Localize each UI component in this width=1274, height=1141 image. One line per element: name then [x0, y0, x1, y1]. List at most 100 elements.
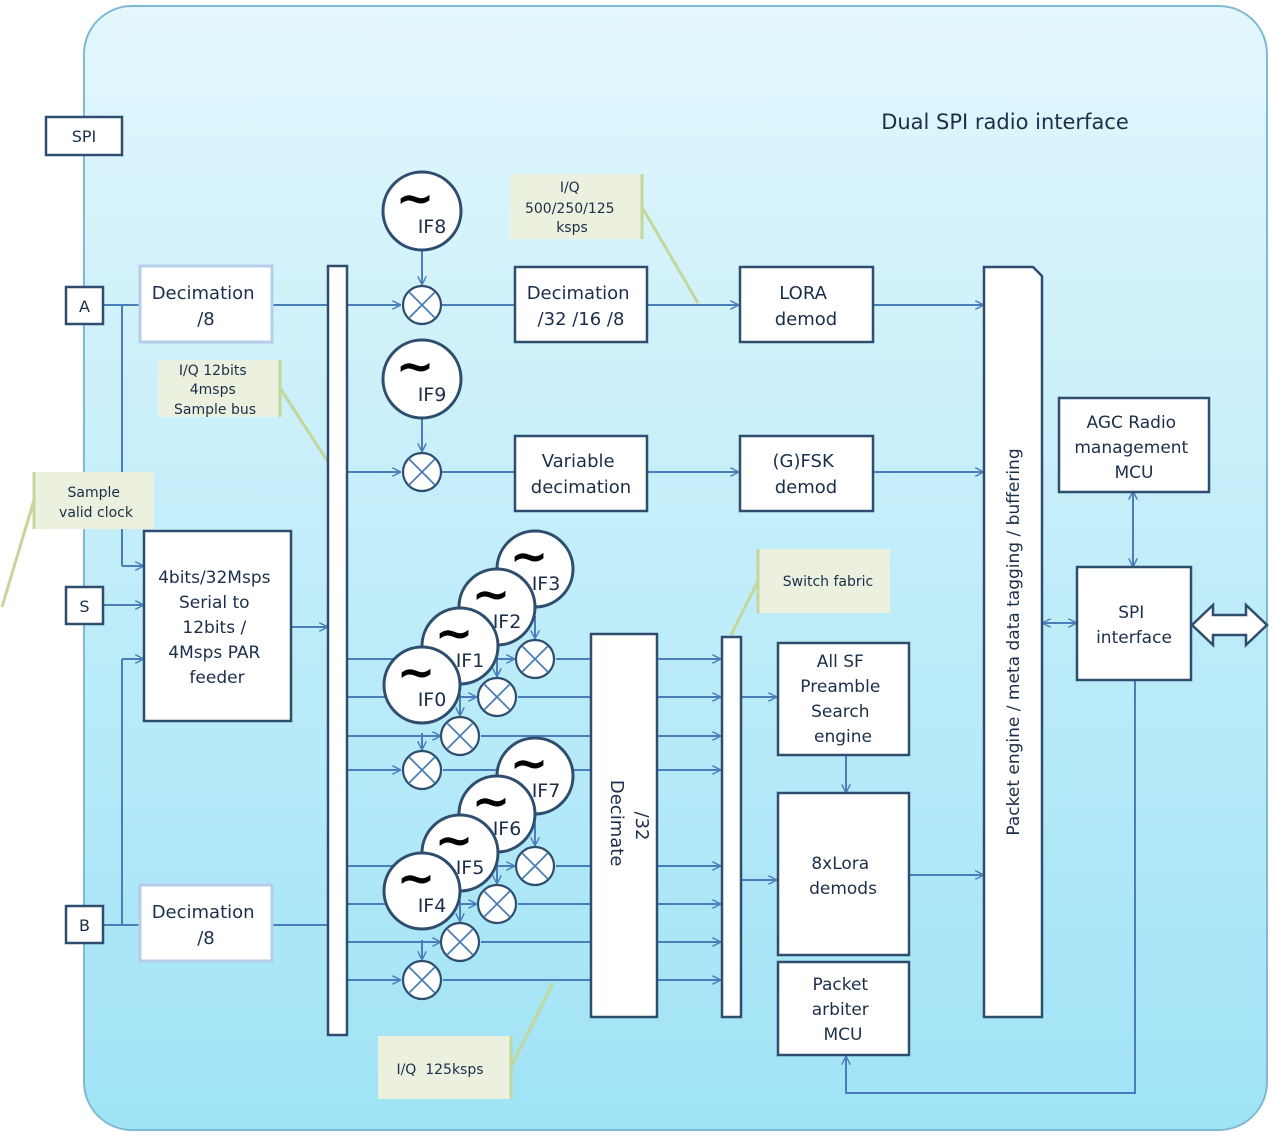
mixers	[401, 284, 556, 1001]
decimation-b-line-2: /8	[197, 928, 215, 949]
port-a-label: A	[79, 297, 90, 316]
agc-line-3: MCU	[1115, 463, 1154, 483]
svg-text:Decimation /32 /16 /8: Decimation /32 /16 /8	[527, 283, 636, 330]
note-iq-12bits: I/Q 12bits 4msps Sample bus	[158, 360, 343, 483]
svg-text:SPI interface: SPI interface	[1096, 603, 1172, 648]
feeder-line-4: 4Msps PAR	[168, 643, 260, 663]
agc-mcu-block: AGC Radio management MCU	[1057, 396, 1211, 494]
note-iq-125: I/Q 125ksps	[378, 982, 555, 1099]
oscillator-if5-label: IF5	[456, 857, 485, 879]
note-iq-12bits-line-1: I/Q 12bits	[179, 363, 247, 379]
feeder-line-1: 4bits/32Msps	[158, 568, 271, 588]
port-b-label: B	[79, 916, 90, 935]
note-sample-clock-line-1: Sample	[68, 485, 121, 501]
decimate-32-block: Decimate /32	[589, 632, 659, 1019]
oscillator-if1-label: IF1	[456, 650, 485, 672]
mixer-icon	[401, 959, 443, 1001]
port-s-label: S	[79, 597, 89, 616]
arbiter-line-1: Packet	[812, 975, 868, 995]
note-iq-125-text: I/Q 125ksps	[396, 1062, 483, 1078]
decimation-lora-line-2: /32 /16 /8	[538, 309, 625, 330]
agc-line-1: AGC Radio	[1087, 413, 1177, 433]
svg-text:Decimation /8: Decimation /8	[152, 283, 261, 330]
oscillator-if3-label: IF3	[532, 573, 561, 595]
mixer-icon	[476, 676, 518, 718]
lora-demods-line-2: demods	[809, 879, 877, 899]
port-spi-label: SPI	[72, 127, 97, 146]
decimate-32-line-2: /32	[631, 812, 652, 841]
oscillator-if0-label: IF0	[418, 689, 447, 711]
packet-arbiter-block: Packet arbiter MCU	[776, 960, 911, 1057]
sine-wave-icon: ~	[397, 645, 436, 699]
switch-fabric-bar	[720, 635, 743, 1019]
variable-decimation-line-2: decimation	[531, 477, 631, 498]
note-iq-lora-line-3: ksps	[556, 220, 588, 236]
svg-text:Variable decimation: Variable decimation	[531, 451, 631, 498]
decimation-b-line-1: Decimation	[152, 902, 255, 923]
note-iq-lora: I/Q 500/250/125 ksps	[510, 174, 700, 304]
fsk-demod-block: (G)FSK demod	[738, 434, 875, 513]
feeder-line-5: feeder	[189, 668, 244, 688]
svg-text:8xLora demods: 8xLora demods	[809, 854, 877, 899]
feeder-line-2: Serial to	[179, 593, 250, 613]
decimation-a-line-1: Decimation	[152, 283, 255, 304]
mixer-icon	[401, 749, 443, 791]
oscillator-if4-label: IF4	[418, 895, 447, 917]
decimation-lora-line-1: Decimation	[527, 283, 630, 304]
fsk-demod-line-1: (G)FSK	[773, 451, 835, 472]
note-iq-12bits-line-2: 4msps	[190, 382, 236, 398]
svg-text:Decimation /8: Decimation /8	[152, 902, 261, 949]
feeder-line-3: 12bits /	[182, 618, 246, 638]
note-iq-lora-line-1: I/Q	[560, 180, 580, 196]
svg-text:Sample valid clock: Sample valid clock	[59, 485, 134, 521]
oscillator-if2-label: IF2	[493, 611, 522, 633]
decimation-b-block: Decimation /8	[138, 883, 274, 963]
oscillator-if8-label: IF8	[418, 216, 447, 238]
sine-wave-icon: ~	[396, 339, 435, 393]
preamble-line-3: Search	[811, 702, 869, 722]
spi-interface-block: SPI interface	[1075, 565, 1193, 682]
oscillator-if4: ~ IF4	[382, 851, 462, 931]
mixer-icon	[514, 845, 556, 887]
fsk-demod-line-2: demod	[775, 477, 837, 498]
svg-text:4bits/32Msps Serial to: 4bits/32Msps Serial to 12bits / 4Msps PA…	[158, 568, 276, 688]
svg-text:Packet arbiter MCU: Packet arbiter MCU	[812, 975, 874, 1045]
preamble-search-block: All SF Preamble Search engine	[776, 641, 911, 757]
mixer-icon	[401, 284, 443, 326]
svg-text:AGC Radio management: AGC Radio management MCU	[1074, 413, 1193, 483]
decimate-32-line-1: Decimate	[606, 780, 627, 867]
packet-engine-label: Packet engine / meta data tagging / buff…	[1004, 448, 1024, 835]
port-a: A	[64, 285, 105, 326]
spi-interface-line-2: interface	[1096, 628, 1172, 648]
note-switch-fabric: Switch fabric	[729, 549, 890, 636]
variable-decimation-block: Variable decimation	[513, 434, 649, 513]
note-switch-fabric-text: Switch fabric	[783, 574, 873, 590]
feeder-block: 4bits/32Msps Serial to 12bits / 4Msps PA…	[142, 529, 293, 723]
mixer-icon	[476, 883, 518, 925]
svg-text:I/Q 500/250/125 ks: I/Q 500/250/125 ksps	[525, 180, 619, 236]
oscillator-if9-label: IF9	[418, 384, 447, 406]
agc-line-2: management	[1074, 438, 1188, 458]
spi-bidirectional-arrow-icon	[1190, 602, 1269, 648]
oscillator-if0: ~ IF0	[382, 645, 462, 725]
decimation-a-block: Decimation /8	[138, 264, 274, 344]
spi-interface-line-1: SPI	[1118, 603, 1144, 623]
oscillator-if7-label: IF7	[532, 780, 561, 802]
decimation-lora-block: Decimation /32 /16 /8	[513, 265, 649, 344]
sample-bus	[326, 264, 349, 1037]
sine-wave-icon: ~	[396, 171, 435, 225]
preamble-line-2: Preamble	[800, 677, 880, 697]
panel-title: Dual SPI radio interface	[881, 110, 1129, 134]
arbiter-line-3: MCU	[824, 1025, 863, 1045]
mixer-icon	[439, 921, 481, 963]
preamble-line-1: All SF	[817, 652, 864, 672]
radio-interface-panel	[83, 5, 1268, 1131]
sine-wave-icon: ~	[397, 851, 436, 905]
variable-decimation-line-1: Variable	[542, 451, 615, 472]
port-spi: SPI	[44, 115, 124, 157]
lora-demod-line-1: LORA	[779, 283, 827, 304]
svg-text:Decimate /32: Decimate /32	[606, 780, 652, 872]
svg-text:All SF Preamble Se: All SF Preamble Search engine	[800, 652, 885, 747]
note-sample-clock: Sample valid clock	[0, 472, 154, 608]
